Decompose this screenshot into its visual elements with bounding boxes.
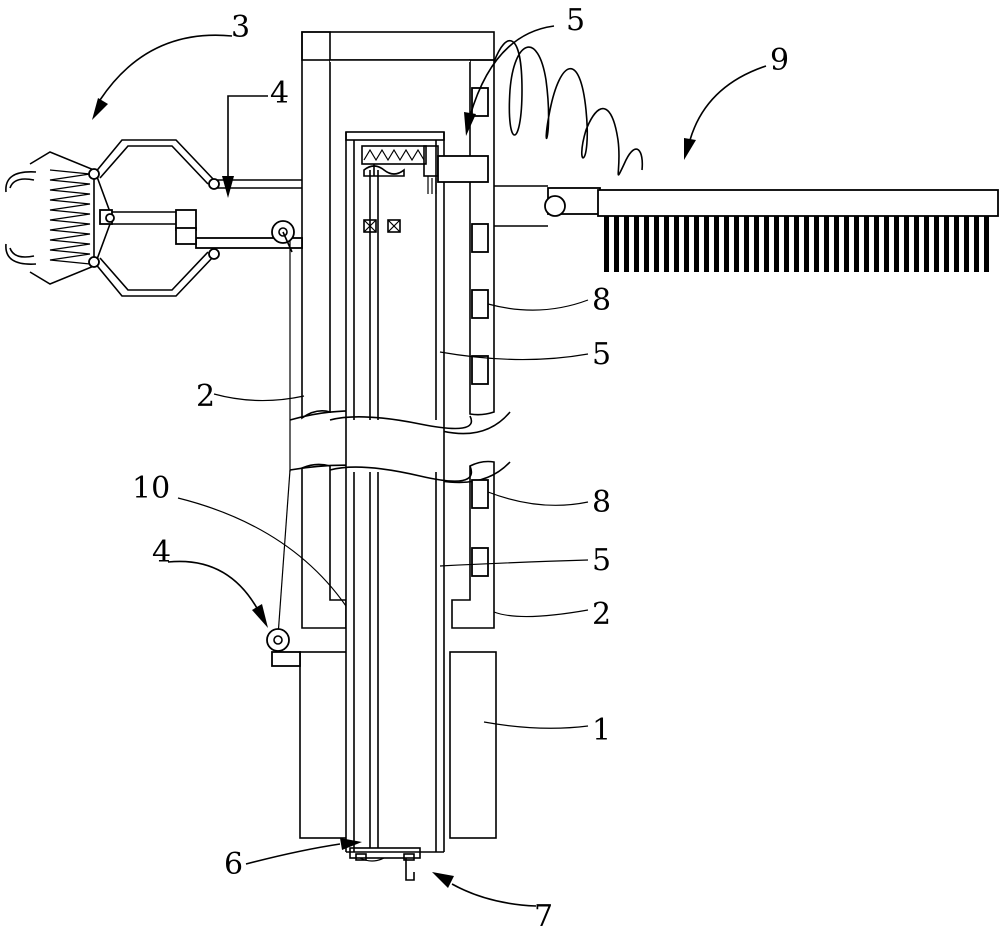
bristle xyxy=(704,216,709,272)
inner-tube xyxy=(329,131,473,853)
bristle xyxy=(734,216,739,272)
bristle xyxy=(884,216,889,272)
bristle xyxy=(984,216,989,272)
bristle xyxy=(694,216,699,272)
label-6: 6 xyxy=(224,847,243,882)
label-2-right: 2 xyxy=(592,597,611,632)
bristle xyxy=(944,216,949,272)
bristle xyxy=(714,216,719,272)
bristle xyxy=(644,216,649,272)
bristle xyxy=(904,216,909,272)
bristle xyxy=(824,216,829,272)
label-8-upper: 8 xyxy=(592,283,611,318)
bristle xyxy=(934,216,939,272)
bottom-mechanism xyxy=(349,847,421,881)
bristle xyxy=(764,216,769,272)
detent-blocks xyxy=(471,87,489,577)
label-10: 10 xyxy=(132,471,170,506)
bristle xyxy=(914,216,919,272)
bristle xyxy=(924,216,929,272)
bristle xyxy=(874,216,879,272)
bristle xyxy=(814,216,819,272)
gripper xyxy=(5,139,220,297)
bristle xyxy=(974,216,979,272)
bristle xyxy=(854,216,859,272)
coil-spring xyxy=(493,40,644,176)
bristle xyxy=(794,216,799,272)
bristle xyxy=(954,216,959,272)
label-3: 3 xyxy=(231,10,250,45)
bristle xyxy=(664,216,669,272)
bristle xyxy=(604,216,609,272)
label-5-top: 5 xyxy=(566,3,585,38)
part-labels: 3 4 5 9 8 5 2 10 8 4 5 2 1 6 7 xyxy=(132,3,789,932)
bristle xyxy=(834,216,839,272)
bristle xyxy=(844,216,849,272)
label-1: 1 xyxy=(592,713,611,748)
bristle xyxy=(894,216,899,272)
brush-bristles xyxy=(604,216,989,272)
bristle xyxy=(784,216,789,272)
label-7: 7 xyxy=(534,899,553,932)
leader-lines xyxy=(92,25,767,907)
bristle xyxy=(724,216,729,272)
brush-arm xyxy=(494,185,999,272)
label-2-left: 2 xyxy=(196,379,215,414)
label-9: 9 xyxy=(770,43,789,78)
bristle xyxy=(964,216,969,272)
bristle xyxy=(774,216,779,272)
label-5-middle: 5 xyxy=(592,337,611,372)
bristle xyxy=(634,216,639,272)
label-8-lower: 8 xyxy=(592,485,611,520)
label-4-upper: 4 xyxy=(270,76,289,111)
label-4-lower: 4 xyxy=(152,535,171,570)
bristle xyxy=(754,216,759,272)
bristle xyxy=(804,216,809,272)
bristle xyxy=(684,216,689,272)
bristle xyxy=(674,216,679,272)
lower-pulley xyxy=(266,628,301,667)
bristle xyxy=(614,216,619,272)
bristle xyxy=(624,216,629,272)
screw-rod xyxy=(369,170,379,848)
bristle xyxy=(864,216,869,272)
bristle xyxy=(654,216,659,272)
top-gear-assembly xyxy=(361,145,489,233)
label-5-lower: 5 xyxy=(592,543,611,578)
bristle xyxy=(744,216,749,272)
